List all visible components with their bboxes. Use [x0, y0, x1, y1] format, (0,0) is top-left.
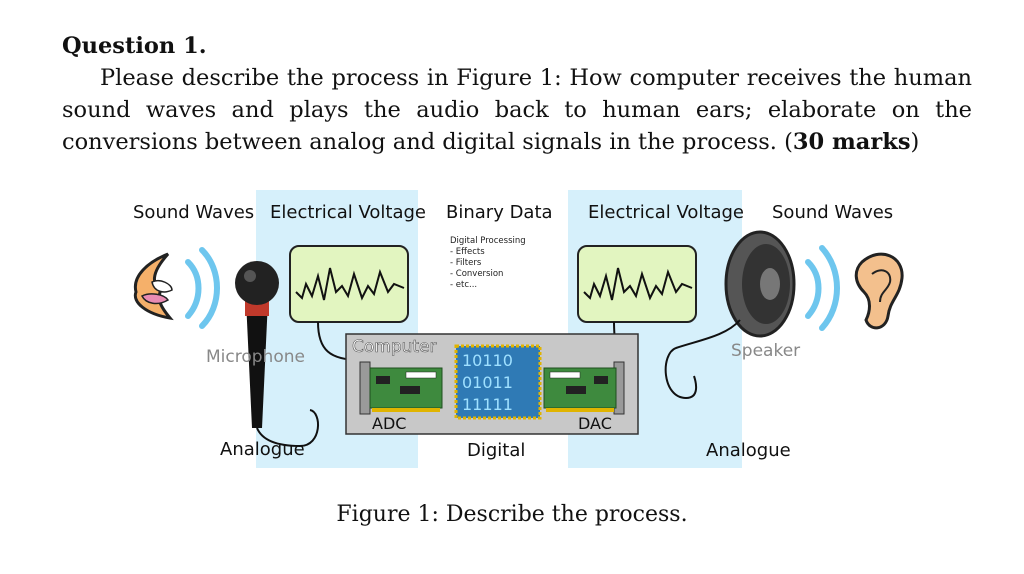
question-body: Please describe the process in Figure 1:…	[62, 65, 972, 155]
microphone-icon	[235, 261, 320, 448]
chip-icon: 10110 01011 11111	[454, 344, 542, 420]
processing-item-conversion: - Conversion	[450, 269, 503, 279]
header-electrical-voltage-right: Electrical Voltage	[588, 202, 744, 223]
processing-item-effects: - Effects	[450, 247, 485, 257]
microphone-label: Microphone	[206, 347, 305, 367]
speaker-icon	[664, 230, 796, 400]
question-body-end: )	[910, 129, 920, 155]
question-title: Question 1.	[62, 33, 207, 59]
processing-item-etc: - etc...	[450, 280, 477, 290]
sound-wave-right-icon	[805, 245, 840, 331]
header-sound-waves-right: Sound Waves	[772, 202, 893, 223]
header-sound-waves-left: Sound Waves	[133, 202, 254, 223]
speaker-label: Speaker	[731, 341, 800, 361]
header-binary-data: Binary Data	[446, 202, 553, 223]
binary-line: 11111	[462, 395, 513, 414]
digital-label: Digital	[467, 440, 525, 461]
analogue-left-label: Analogue	[220, 439, 305, 460]
question-marks: 30 marks	[792, 129, 911, 155]
binary-line: 01011	[462, 373, 513, 392]
question-text: Please describe the process in Figure 1:…	[62, 62, 972, 158]
processing-item-filters: - Filters	[450, 258, 482, 268]
dac-card-icon	[543, 361, 625, 415]
figure-caption: Figure 1: Describe the process.	[336, 502, 688, 527]
dac-label: DAC	[578, 414, 612, 433]
mouth-icon	[133, 252, 174, 321]
binary-line: 10110	[462, 351, 513, 370]
computer-label: Computer	[352, 337, 437, 357]
analogue-right-label: Analogue	[706, 440, 791, 461]
sound-wave-left-icon	[185, 247, 220, 329]
adc-label: ADC	[372, 414, 406, 433]
adc-card-icon	[359, 361, 443, 415]
oscilloscope-left-icon	[289, 245, 409, 361]
question-block: Question 1. Please describe the process …	[62, 30, 972, 158]
ear-icon	[854, 252, 904, 330]
header-electrical-voltage-left: Electrical Voltage	[270, 202, 426, 223]
processing-title: Digital Processing	[450, 236, 526, 246]
